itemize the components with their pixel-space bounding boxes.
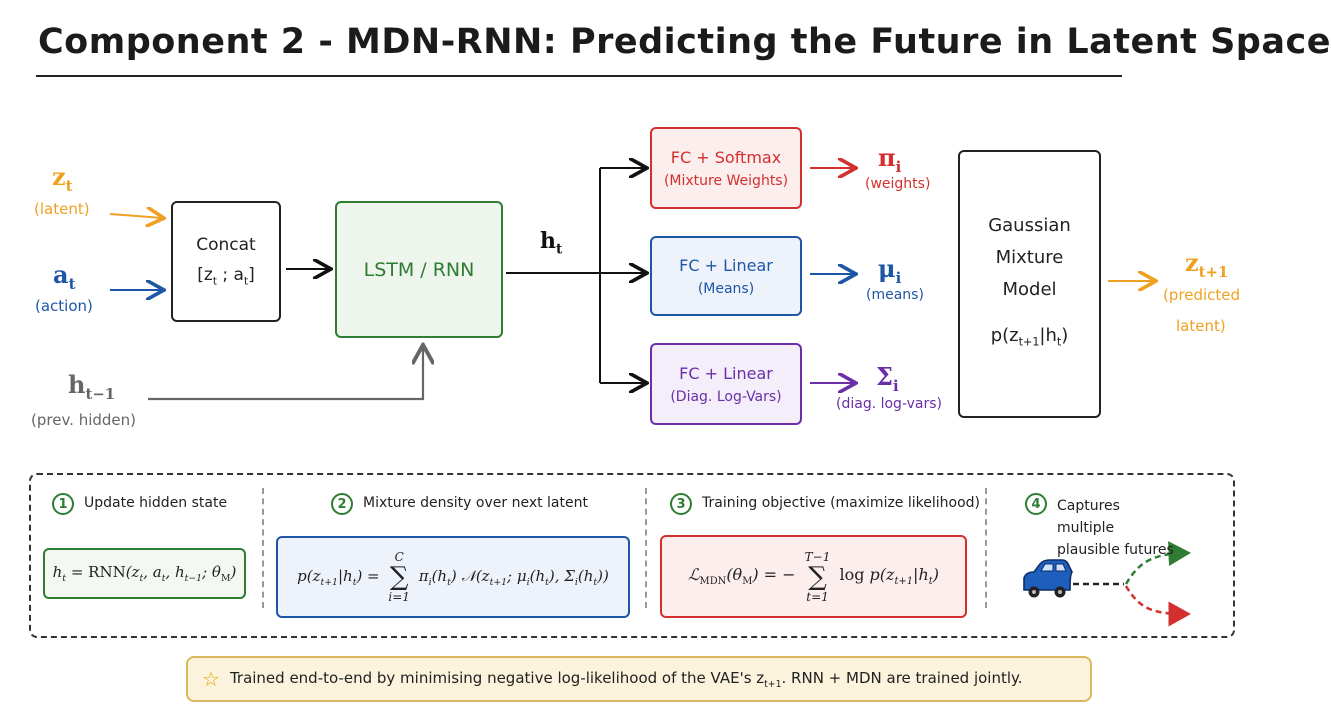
step-2-number: 2: [331, 493, 353, 515]
equation-rnn-update: ht = RNN(zt, at, ht−1; θM): [43, 548, 246, 599]
step-3-header: 3 Training objective (maximize likelihoo…: [670, 493, 980, 515]
step-4-header: 4 Captures multiple plausible futures: [1025, 493, 1177, 561]
gmm-line1: Gaussian: [988, 214, 1071, 236]
arrow-z-to-concat: [109, 214, 162, 218]
panel-separator-1: [262, 488, 264, 608]
output-label-1: (predicted: [1163, 286, 1241, 304]
lstm-label: LSTM / RNN: [363, 258, 475, 281]
sigma-label: (diag. log-vars): [836, 396, 942, 412]
mu-label: (means): [866, 287, 924, 303]
concat-formula: [zt ; at]: [197, 265, 255, 288]
step-1-header: 1 Update hidden state: [52, 493, 227, 515]
logvars-head-subtitle: (Diag. Log-Vars): [670, 388, 782, 405]
gmm-line2: Mixture: [995, 246, 1064, 268]
future-red-branch: [1124, 585, 1191, 627]
z-t-label: (latent): [34, 200, 90, 218]
output-label-2: latent): [1176, 317, 1226, 335]
gmm-box: Gaussian Mixture Model p(zt+1|ht): [958, 150, 1101, 418]
step-3-label: Training objective (maximize likelihood): [702, 495, 980, 511]
step-1-number: 1: [52, 493, 74, 515]
gmm-formula: p(zt+1|ht): [990, 324, 1069, 349]
softmax-head-box: FC + Softmax (Mixture Weights): [650, 127, 802, 209]
banner-text: Trained end-to-end by minimising negativ…: [229, 668, 1023, 690]
logvars-head-box: FC + Linear (Diag. Log-Vars): [650, 343, 802, 425]
h-prev-label: (prev. hidden): [31, 411, 136, 429]
panel-separator-2: [645, 488, 647, 608]
step-4-label: Captures multiple plausible futures: [1057, 498, 1174, 558]
car-icon: [1023, 559, 1073, 598]
step-4-number: 4: [1025, 493, 1047, 515]
concat-box: Concat [zt ; at]: [171, 201, 281, 322]
logvars-head-title: FC + Linear: [679, 363, 773, 383]
mu-symbol: μi: [878, 254, 902, 287]
arrow-hprev-to-lstm: [148, 347, 423, 401]
equation-training-objective: ℒMDN(θM) = − T−1∑t=1 log p(zt+1|ht): [660, 535, 967, 618]
lstm-box: LSTM / RNN: [335, 201, 503, 338]
means-head-box: FC + Linear (Means): [650, 236, 802, 316]
means-head-subtitle: (Means): [697, 280, 755, 297]
details-panel: [29, 473, 1235, 638]
step-2-label: Mixture density over next latent: [363, 495, 588, 511]
equation-mixture-density: p(zt+1|ht) = C∑i=1 πi(ht) 𝒩(zt+1; μi(ht)…: [276, 536, 630, 618]
sigma-symbol: Σi: [876, 362, 899, 395]
title-underline: [36, 75, 1122, 77]
h-prev-symbol: ht−1: [68, 370, 116, 403]
star-icon: ☆: [202, 667, 220, 691]
concat-title: Concat: [196, 235, 256, 256]
panel-separator-3: [985, 488, 987, 608]
page-title: Component 2 - MDN-RNN: Predicting the Fu…: [38, 22, 1331, 62]
means-head-title: FC + Linear: [679, 255, 773, 275]
step-3-number: 3: [670, 493, 692, 515]
gmm-line3: Model: [1002, 278, 1057, 300]
step-2-header: 2 Mixture density over next latent: [331, 493, 588, 515]
future-green-branch: [1124, 541, 1191, 585]
h-t-symbol: ht: [540, 228, 563, 258]
pi-symbol: πi: [878, 143, 902, 176]
z-t-symbol: zt: [52, 162, 73, 195]
pi-label: (weights): [865, 176, 931, 192]
softmax-head-title: FC + Softmax: [670, 147, 782, 167]
a-t-label: (action): [35, 297, 93, 315]
a-t-symbol: at: [53, 260, 76, 293]
step-1-label: Update hidden state: [84, 495, 228, 511]
output-symbol: zt+1: [1185, 248, 1229, 281]
softmax-head-subtitle: (Mixture Weights): [663, 172, 789, 189]
summary-banner: ☆ Trained end-to-end by minimising negat…: [186, 656, 1092, 702]
diagram-arrows: [109, 0, 1191, 627]
